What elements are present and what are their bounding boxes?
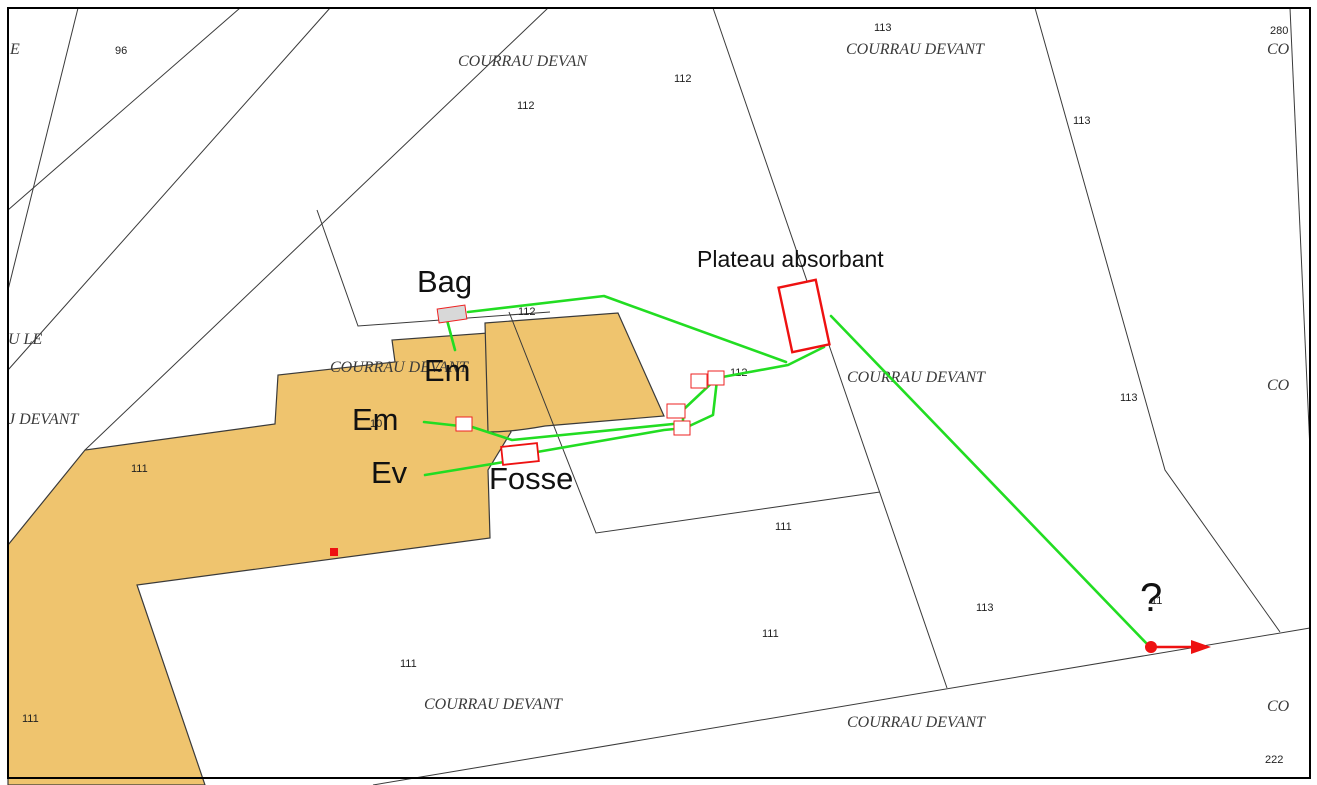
label-unknown: ? <box>1140 576 1162 620</box>
lieu-dit-label: COURRAU DEVANT <box>424 696 563 713</box>
fosse-box <box>500 442 540 466</box>
parcel-number: 112 <box>517 100 535 112</box>
label-fosse: Fosse <box>489 461 573 496</box>
red-marker <box>330 548 338 556</box>
label-em-lower: Em <box>352 402 399 437</box>
pipe-bag-em <box>445 318 457 352</box>
pipe-em-inlet <box>422 420 462 428</box>
annotations: Bag Plateau absorbant Em Em Ev Fosse ? <box>352 246 1162 620</box>
label-bag: Bag <box>417 264 472 299</box>
lieu-dit-label: CO <box>1267 698 1290 715</box>
parcel-number: 111 <box>22 713 39 725</box>
parcel-number: 11 <box>1151 595 1162 607</box>
lieu-dit-label: COURRAU DEVANT <box>847 369 986 386</box>
parcel-number: 96 <box>115 45 127 57</box>
drainage-pipes <box>422 294 1150 647</box>
parcel-number: 113 <box>874 22 892 34</box>
lieu-dit-label: CO <box>1267 41 1290 58</box>
parcel-number: 111 <box>775 521 792 533</box>
pipe-plateau-outlet <box>829 314 1150 647</box>
lieu-dit-label: COURRAU DEVANT <box>847 714 986 731</box>
lieu-dit-label: COURRAU DEVANT <box>846 41 985 58</box>
lieu-dit-label: U LE <box>8 331 42 348</box>
regard-box <box>707 370 725 386</box>
lieu-dit-label: COURRAU DEVANT <box>330 359 469 376</box>
parcel-number: 113 <box>976 602 994 614</box>
parcel-boundaries <box>7 7 1311 785</box>
parcel-number: 111 <box>131 463 148 475</box>
pipe-ev-fosse <box>423 460 506 477</box>
buildings <box>7 312 665 785</box>
parcel-numbers: 96 112 112 113 280 113 112 112 113 10 11… <box>22 22 1288 766</box>
lieu-dit-label: E <box>9 41 20 58</box>
label-em-upper: Em <box>424 353 471 388</box>
parcel-number: 113 <box>1073 115 1091 127</box>
map-frame <box>7 7 1311 779</box>
regard-box <box>690 373 708 389</box>
lieu-dit-label: CO <box>1267 377 1290 394</box>
building-main <box>7 332 512 785</box>
pipe-bag-plateau <box>466 294 788 364</box>
parcel-number: 113 <box>1120 392 1138 404</box>
lieu-dit-labels: E COURRAU DEVAN COURRAU DEVANT CO U LE C… <box>8 41 1290 731</box>
plateau-absorbant-box <box>777 278 831 354</box>
parcel-number: 112 <box>518 306 536 318</box>
parcel-number: 280 <box>1270 25 1288 37</box>
building-annex <box>484 312 665 433</box>
regard-box <box>673 420 691 436</box>
parcel-number: 222 <box>1265 754 1283 766</box>
bag-box <box>436 304 468 324</box>
lieu-dit-label: J DEVANT <box>8 411 79 428</box>
label-ev: Ev <box>371 455 408 490</box>
label-plateau-absorbant: Plateau absorbant <box>697 246 884 272</box>
parcel-number: 111 <box>762 628 779 640</box>
parcel-number: 112 <box>674 73 692 85</box>
arrow-head-icon <box>1191 640 1211 654</box>
regard-box <box>455 416 473 432</box>
parcel-number: 10 <box>370 418 382 430</box>
equipment <box>330 278 1211 654</box>
lieu-dit-label: COURRAU DEVAN <box>458 53 588 70</box>
regard-box <box>666 403 686 419</box>
parcel-number: 111 <box>400 658 417 670</box>
